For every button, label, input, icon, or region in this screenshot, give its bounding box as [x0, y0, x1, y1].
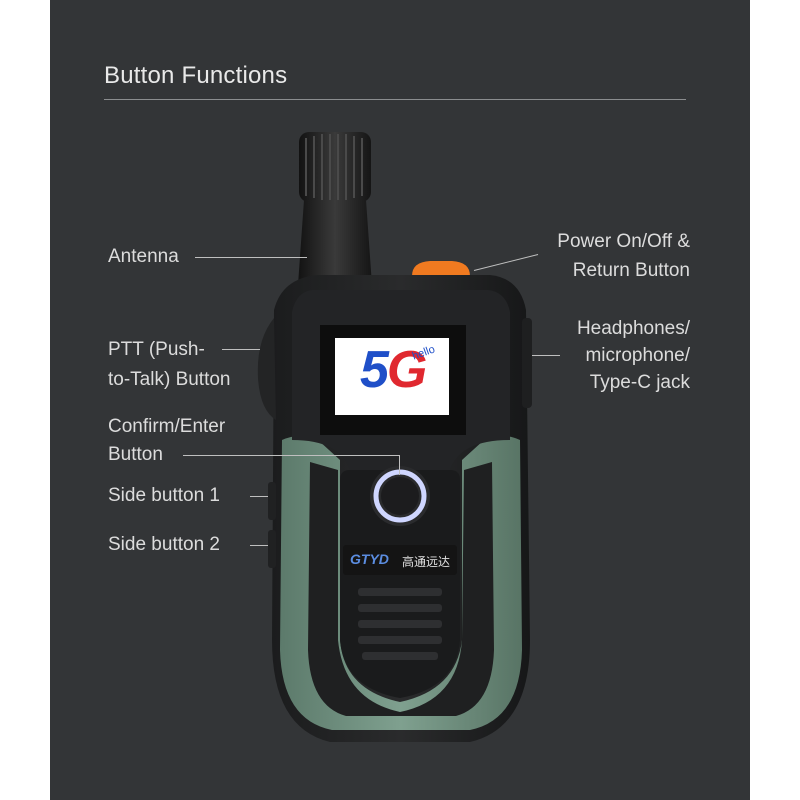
leader-confirm: [183, 455, 400, 456]
speaker-grille: [358, 588, 442, 660]
label-confirm-line2: Button: [108, 444, 163, 465]
label-power-line1: Power On/Off &: [557, 231, 690, 252]
label-headphones-line1: Headphones/: [576, 318, 690, 339]
label-headphones-line3: Type-C jack: [589, 372, 690, 393]
brand-plate: [343, 545, 457, 575]
leader-headphones: [532, 355, 560, 356]
power-button[interactable]: [412, 261, 470, 276]
leader-antenna: [195, 257, 307, 258]
brand-logo-mark: GTYD: [350, 551, 389, 567]
label-confirm-line1: Confirm/Enter: [108, 416, 226, 437]
side-button-1[interactable]: [268, 482, 276, 520]
leader-side1: [250, 496, 268, 497]
side-button-2[interactable]: [268, 530, 276, 568]
label-antenna: Antenna: [108, 246, 179, 267]
page-title: Button Functions: [104, 62, 288, 89]
antenna-knob: [299, 132, 371, 202]
leader-side2: [250, 545, 268, 546]
ptt-button[interactable]: [257, 318, 276, 420]
label-side1: Side button 1: [108, 485, 220, 506]
confirm-button[interactable]: [373, 469, 427, 523]
label-power-line2: Return Button: [572, 260, 690, 281]
antenna: [298, 132, 372, 285]
title-divider: [104, 99, 686, 100]
brand-chinese-name: 高通远达: [402, 555, 451, 569]
label-ptt-line2: to-Talk) Button: [108, 369, 231, 390]
label-headphones-line2: microphone/: [585, 345, 690, 366]
antenna-shaft: [298, 200, 372, 285]
leader-ptt: [222, 349, 260, 350]
bumper-inner: [308, 462, 494, 716]
label-ptt-line1: PTT (Push-: [108, 339, 205, 360]
label-side2: Side button 2: [108, 534, 220, 555]
headphone-jack-cover[interactable]: [522, 318, 532, 408]
screen: [335, 338, 449, 415]
leader-confirm-drop: [399, 455, 400, 475]
confirm-button-center: [381, 477, 419, 515]
screen-5g-text: 5G: [360, 341, 427, 399]
